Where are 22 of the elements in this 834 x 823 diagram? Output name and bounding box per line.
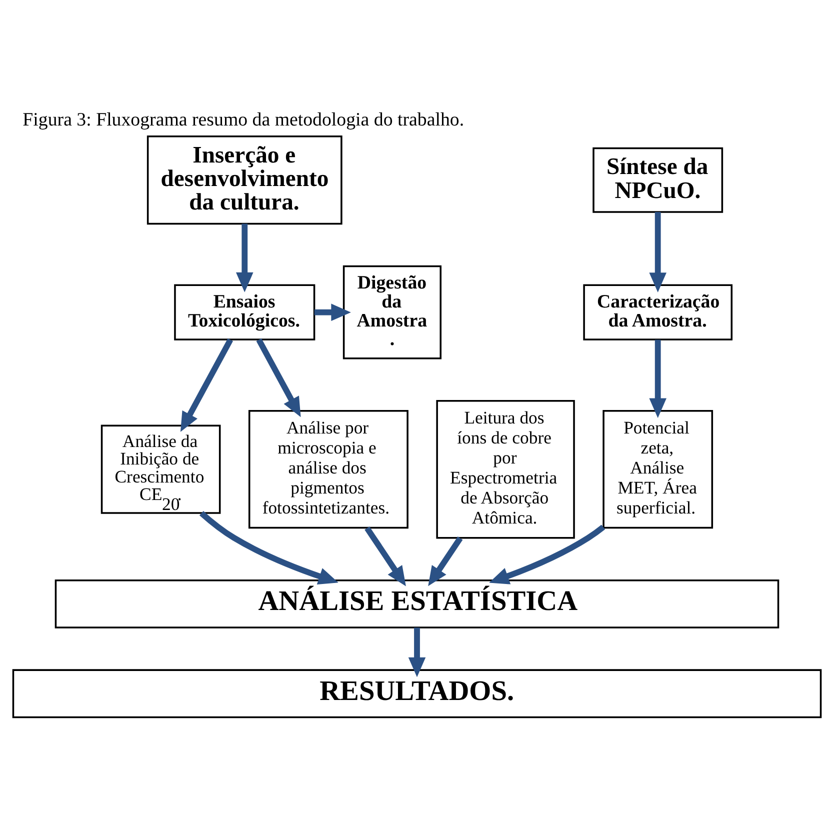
arrow — [649, 212, 666, 292]
arrow — [428, 536, 463, 586]
node-box: Digestão da Amostra . — [342, 265, 442, 360]
arrow — [489, 524, 606, 584]
arrow — [314, 304, 351, 321]
node-box: Análise por microscopia e análise dos pigmentos fotossintetizantes. — [248, 410, 408, 529]
arrow — [256, 338, 301, 418]
node-box: Potencial zeta, Análise MET, Área superficial. — [602, 410, 714, 529]
arrow — [408, 628, 426, 678]
node-box: Síntese da NPCuO. — [592, 147, 724, 213]
arrow — [180, 338, 234, 432]
node-box: ANÁLISE ESTATÍSTICA — [54, 579, 780, 628]
arrow — [649, 340, 666, 418]
node-box: RESULTADOS. — [12, 669, 822, 718]
node-box: Ensaios Toxicológicos. — [174, 284, 316, 340]
node-box: Leitura dos íons de cobre por Espectrometria de Absorção Atômica. — [436, 400, 575, 539]
diagram-title: Figura 3: Fluxograma resumo da metodologia do trabalho. — [22, 110, 464, 131]
arrow — [236, 224, 254, 292]
node-box: Caracterização da Amostra. — [583, 284, 733, 340]
arrow — [364, 526, 406, 586]
arrow — [199, 510, 338, 585]
node-box: Inserção e desenvolvimento da cultura. — [146, 136, 342, 225]
